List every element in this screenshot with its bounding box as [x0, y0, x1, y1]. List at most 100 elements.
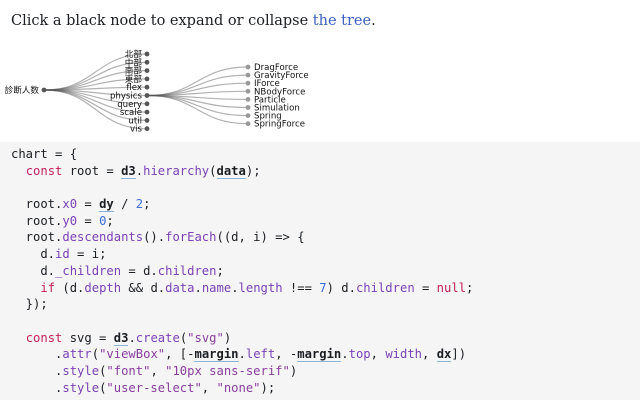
tree-link-0 — [43, 53, 148, 91]
tree-node-4-dot[interactable] — [144, 84, 150, 90]
tree-leaf-2-dot — [245, 80, 251, 86]
tree-link-gc-5 — [146, 94, 249, 109]
tree-node-2-dot[interactable] — [144, 68, 150, 73]
tree-node-0[interactable]: 北部 — [125, 48, 150, 60]
code-token[interactable]: dy — [99, 197, 114, 213]
tree-link-gc-2 — [146, 82, 249, 97]
tree-node-0-dot[interactable] — [144, 51, 150, 57]
code-token: hierarchy — [143, 163, 210, 178]
tree-link-2 — [43, 70, 148, 91]
code-token: 2 — [135, 197, 144, 212]
code-block: chart = { const root = d3.hierarchy(data… — [0, 142, 640, 400]
tree-node-4-label: flex — [126, 83, 142, 93]
tree-link-gc-6 — [146, 94, 249, 117]
code-token: left — [245, 347, 276, 362]
code-token: !== — [282, 280, 320, 295]
code-token: if — [40, 280, 56, 295]
tree-node-2[interactable]: 南部 — [125, 65, 150, 77]
tree-root-node-label: 診断人数 — [5, 84, 40, 96]
code-token: / — [113, 197, 136, 212]
tree-leaf-5: Simulation — [245, 104, 300, 114]
tree-root-node-dot[interactable] — [41, 87, 47, 93]
code-line: root.descendants().forEach((d, i) => { — [11, 229, 640, 246]
code-token: ); — [245, 163, 261, 178]
code-token[interactable]: d3 — [121, 163, 136, 179]
tree-link-9 — [43, 89, 148, 130]
intro-suffix: . — [371, 13, 376, 29]
tree-node-5-dot[interactable] — [144, 93, 150, 98]
code-token: 7 — [319, 280, 327, 295]
code-token: , - — [275, 347, 298, 362]
code-token: = d. — [121, 263, 158, 278]
tree-node-3[interactable]: 東部 — [125, 73, 150, 85]
code-token: ( — [179, 330, 188, 345]
code-token: }); — [11, 297, 48, 312]
code-token[interactable]: d3 — [113, 330, 129, 346]
code-token: ; — [466, 280, 474, 295]
tree-node-8-dot[interactable] — [144, 118, 150, 123]
code-token: root = — [62, 163, 122, 178]
code-token: d. — [11, 247, 56, 262]
the-tree-link[interactable]: the tree — [312, 13, 372, 29]
code-line: d.id = i; — [11, 246, 640, 263]
code-token[interactable]: data — [216, 163, 246, 179]
tree-node-7[interactable]: scale — [120, 108, 150, 118]
code-token: data — [165, 280, 195, 295]
tree-link-5 — [43, 89, 148, 97]
code-token: ( — [99, 363, 107, 378]
code-token: chart = { — [11, 147, 78, 161]
tree-node-8-label: util — [128, 116, 142, 126]
code-line: root.x0 = dy / 2; — [11, 196, 640, 213]
tree-node-3-dot[interactable] — [144, 76, 150, 82]
tree-link-gc-1 — [146, 74, 249, 97]
code-token: ( — [209, 163, 217, 178]
code-line: .style("user-select", "none"); — [11, 380, 640, 397]
tree-node-1[interactable]: 中部 — [125, 56, 150, 68]
tree-leaf-1-label: GravityForce — [254, 71, 309, 81]
code-token: ; — [143, 197, 151, 212]
code-line: .style("font", "10px sans-serif") — [11, 363, 640, 380]
tree-node-5[interactable]: physics — [110, 92, 150, 102]
code-token: = — [77, 213, 100, 228]
tree-node-1-dot[interactable] — [144, 59, 150, 65]
tree-node-8[interactable]: util — [128, 116, 150, 126]
code-token: ( — [99, 380, 107, 395]
code-token: create — [135, 330, 180, 345]
tree-node-9-dot[interactable] — [144, 126, 150, 132]
tree-leaf-6-dot — [245, 113, 251, 118]
code-token: ( — [91, 347, 100, 362]
tree-leaf-4-dot — [245, 97, 251, 102]
tree-link-1 — [43, 61, 148, 91]
code-line: if (d.depth && d.data.name.length !== 7)… — [11, 280, 640, 297]
tree-node-9[interactable]: vis — [130, 125, 150, 135]
code-token: = i; — [69, 247, 107, 262]
code-token[interactable]: margin — [297, 347, 342, 363]
tree-node-6-dot[interactable] — [144, 101, 150, 107]
code-token[interactable]: margin — [194, 347, 239, 363]
code-token: const — [25, 330, 63, 345]
tree-node-4[interactable]: flex — [126, 83, 150, 93]
tree-node-7-dot[interactable] — [144, 109, 150, 115]
code-token: , [- — [165, 347, 195, 362]
tree-node-6[interactable]: query — [117, 100, 150, 110]
code-token: . — [128, 330, 136, 345]
code-token[interactable]: dx — [436, 347, 452, 363]
tree-node-3-label: 東部 — [125, 73, 143, 85]
code-line: }); — [11, 296, 640, 313]
tree-root-node[interactable]: 診断人数 — [5, 84, 47, 96]
tree-leaf-0: DragForce — [245, 63, 298, 73]
code-token — [11, 281, 40, 295]
code-token: . — [11, 363, 63, 378]
tree-link-8 — [43, 89, 148, 121]
tree-leaf-1: GravityForce — [245, 71, 309, 81]
code-token: width — [385, 347, 422, 362]
tree-leaf-6: Spring — [245, 112, 282, 122]
tree-node-1-label: 中部 — [125, 56, 143, 68]
code-token: x0 — [62, 197, 78, 212]
code-token: "10px sans-serif" — [165, 363, 290, 378]
tree-leaf-2-label: IForce — [254, 79, 280, 89]
code-token: "font" — [106, 363, 151, 378]
tree-node-7-label: scale — [120, 108, 142, 118]
code-token: null — [436, 280, 467, 295]
code-token: = — [77, 197, 100, 212]
